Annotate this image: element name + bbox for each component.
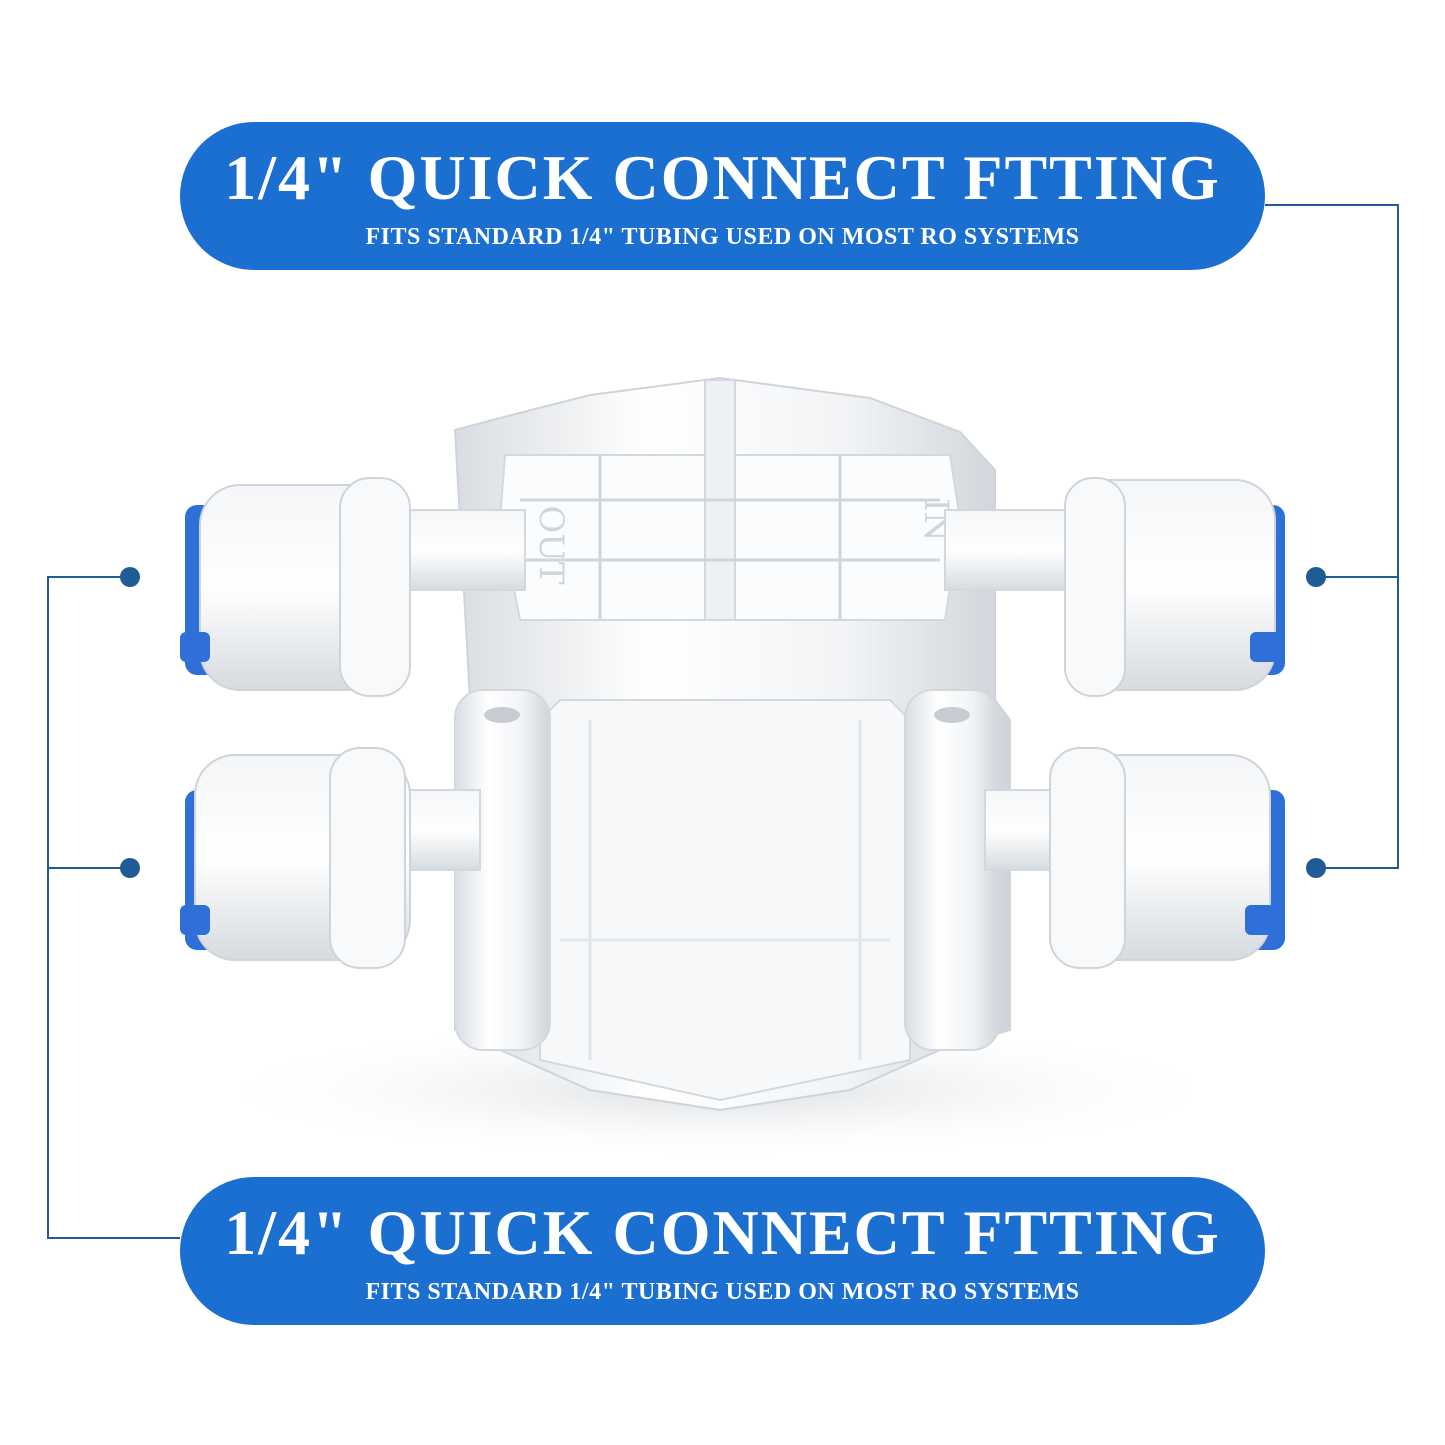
valve-body xyxy=(453,376,1011,1112)
bottom-callout-banner: 1/4" QUICK CONNECT FTTING FITS STANDARD … xyxy=(180,1177,1265,1325)
fitting-bottom-right xyxy=(1049,747,1285,969)
port-marking-out: OUT xyxy=(531,505,571,585)
fitting-top-left xyxy=(180,477,411,697)
bottom-callout-subline: FITS STANDARD 1/4" TUBING USED ON MOST R… xyxy=(365,1279,1080,1305)
top-callout-banner: 1/4" QUICK CONNECT FTTING FITS STANDARD … xyxy=(180,122,1265,270)
top-callout-headline: 1/4" QUICK CONNECT FTTING xyxy=(224,142,1221,213)
bottom-callout-headline: 1/4" QUICK CONNECT FTTING xyxy=(224,1197,1221,1268)
fitting-bottom-left xyxy=(180,747,411,969)
fitting-top-right xyxy=(1064,477,1285,697)
top-callout-subline: FITS STANDARD 1/4" TUBING USED ON MOST R… xyxy=(365,224,1080,250)
